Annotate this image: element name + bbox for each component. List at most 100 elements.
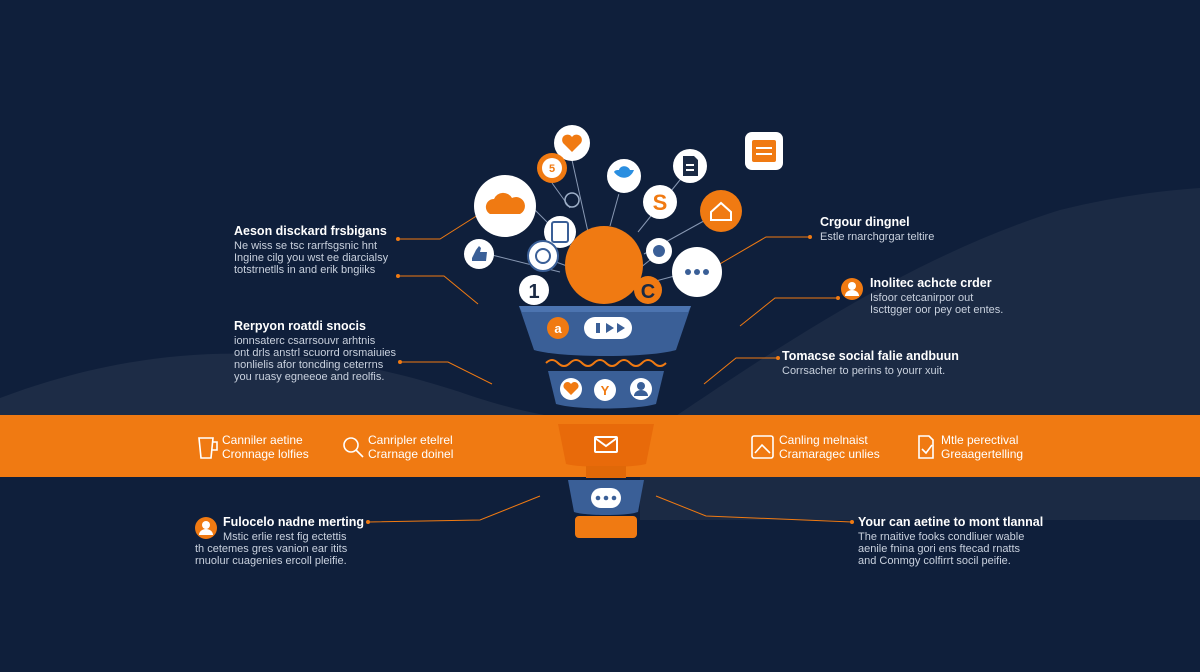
bottom-chat-icon [591,488,621,508]
band-item-line1: Canripler etelrel [368,433,453,447]
heart-small-icon [563,381,579,395]
cloud-bubble [474,175,536,237]
left-callout-2: Rerpyon roatdi snocis ionnsaterc csarrso… [234,320,399,383]
leader-line [655,495,853,523]
band-item-line1: Mtle perectival [941,433,1019,447]
cup-icon [198,437,218,459]
svg-text:a: a [554,321,562,336]
chat-bubble [672,247,722,297]
user-small-icon [637,382,645,390]
document-bubble [673,149,707,183]
callout-line: rnuolur cuagenies ercoll pleifie. [195,555,347,567]
callout-line: Ingine cilg you wst ee diarcialsy [234,252,389,264]
small-ring [564,192,580,208]
leader-line [398,214,479,240]
heart-bubble [554,125,590,161]
background-wave [0,353,640,430]
band-item: Canling melnaist Cramaragec unlies [779,433,880,467]
home-bubble [700,190,742,232]
right-callout-1: Crgour dingnel Estle rnarchgrgar teltire [820,216,970,243]
leader-dot [850,520,854,524]
band-item: Mtle perectival Greaagertelling [941,433,1023,467]
leader-dot [366,520,370,524]
y-icon: Y [601,383,610,398]
home-icon [710,201,732,221]
callout-line: Iscttgger oor pey oet entes. [870,304,1004,316]
callout-title: Inolitec achcte crder [870,276,992,290]
svg-text:5: 5 [549,163,555,175]
mail-icon [594,436,618,453]
compass-icon [535,248,551,264]
number-badge: 1 [528,281,539,303]
compass-bubble [527,240,559,272]
leader-dot [396,237,400,241]
leader-dot [808,235,812,239]
leader-line [398,275,479,305]
right-callout-4: Your can aetine to mont tlannal The rnai… [858,516,1058,567]
calendar-bubble [745,132,783,170]
leader-dot [398,360,402,364]
leader-dot [836,296,840,300]
number-bubble: 1 [519,275,549,305]
s-bubble: S [643,185,677,219]
left-callout-3: Fulocelo nadne merting Mstic erlie rest … [195,516,370,567]
calendar-icon [752,140,776,162]
left-callout-1: Aeson disckard frsbigans Ne wiss se tsc … [234,225,394,276]
funnel: a Y [519,306,691,538]
c-bubble: C [634,276,662,304]
leader-line [367,495,541,523]
document-check-icon [918,435,934,459]
play-pill-icon [584,317,632,339]
funnel-wave-line [545,359,667,367]
profile-badge-left [195,517,217,539]
search-icon [343,437,364,458]
tablet-icon [551,221,569,243]
funnel-middle-icons: Y [560,378,652,401]
leader-line [400,361,493,385]
callout-line: nonlielis afor toncding ceterrns [234,359,384,371]
callout-title: Rerpyon roatdi snocis [234,319,366,333]
gallery-icon [751,435,774,459]
callout-line: Estle rnarchgrgar teltire [820,231,935,243]
funnel-neck [586,466,626,478]
callout-line: Ne wiss se tsc rarrfsgsnic hnt [234,240,378,252]
smile-icon [653,245,665,257]
callout-title: Fulocelo nadne merting [223,515,364,529]
html5-bubble: 5 [537,153,567,183]
funnel-top-icon: a [547,317,569,339]
callout-title: Your can aetine to mont tlannal [858,515,1044,529]
band-item-line2: Cramaragec unlies [779,447,880,461]
leader-lines [367,214,853,523]
like-icon [472,246,487,261]
band-item-line1: Canniler aetine [222,433,303,447]
right-callout-3: Tomacse social falie andbuun Corrsacher … [782,350,967,377]
band-item: Canniler aetine Cronnage lolfies [222,433,309,467]
leader-dot [776,356,780,360]
profile-badge-right [841,278,863,300]
chat-icon [685,269,691,275]
heart-icon [562,134,582,152]
s-badge: S [653,190,668,215]
twitter-bubble [605,157,643,195]
leader-line [703,357,778,385]
callout-line: The rnaitive fooks condliuer wable [858,531,1025,543]
callout-line: and Conmgy colfirrt socil peifie. [858,555,1011,567]
smile-bubble [646,238,672,264]
c-badge: C [641,281,655,303]
callout-line: Corrsacher to perins to yourr xuit. [782,365,946,377]
band-item-line1: Canling melnaist [779,433,868,447]
tablet-bubble [544,216,576,248]
right-callout-2: Inolitec achcte crder Isfoor cetcanirpor… [870,277,1020,316]
band-item-line2: Cronnage lolfies [222,447,309,461]
callout-title: Aeson disckard frsbigans [234,224,387,238]
like-bubble [464,239,494,269]
callout-line: aenile fnina gori ens ftecad rnatts [858,543,1021,555]
leader-line [717,236,810,266]
callout-line: th cetemes gres vanion ear itits [195,543,348,555]
twitter-icon [614,166,634,178]
funnel-base [575,516,637,538]
leader-line [739,297,838,327]
center-orange-circle [565,226,643,304]
callout-line: you ruasy egneeoe and reolfis. [234,371,385,383]
